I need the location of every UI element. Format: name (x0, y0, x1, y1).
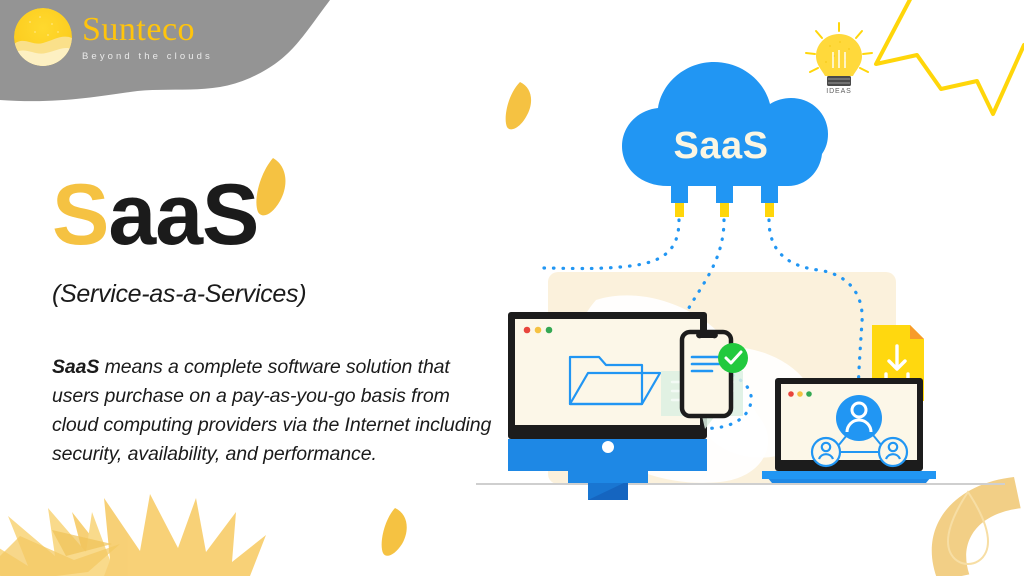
folder-icon (568, 355, 662, 406)
traffic-light-dots (788, 391, 812, 397)
cloud-shape (622, 62, 828, 186)
teardrop-outline-icon (947, 490, 989, 565)
laptop-icon (762, 378, 936, 483)
brand-tagline: Beyond the clouds (82, 51, 213, 62)
smartphone-icon (679, 329, 734, 419)
brand-logo: Sunteco Beyond the clouds (14, 8, 213, 66)
traffic-light-dots (523, 326, 553, 334)
brand-name: Sunteco (82, 11, 196, 48)
headline-accent-letter: S (52, 167, 109, 263)
leaf-petal-icon (256, 158, 286, 216)
lightbulb-icon (805, 22, 873, 86)
body-text: means a complete software solution that … (52, 356, 492, 465)
headline-rest: aaS (108, 167, 259, 263)
page-title: SaaS (52, 172, 259, 258)
check-circle-icon (718, 343, 748, 373)
leaf-petal-icon (381, 508, 407, 556)
subheadline: (Service-as-a-Services) (52, 280, 307, 308)
leaf-petal-icon (505, 82, 532, 130)
desktop-monitor-icon (508, 312, 707, 500)
cloud-label: SaaS (673, 125, 769, 167)
body-paragraph: SaaS means a complete software solution … (52, 353, 497, 469)
sun-circle-icon (14, 8, 72, 66)
body-lead-term: SaaS (52, 356, 100, 378)
plug-connector-icon (671, 186, 778, 217)
user-network-icon (810, 395, 909, 468)
zigzag-line-icon (874, 0, 1024, 116)
sunburst-icon (0, 494, 266, 576)
arc-swoosh-icon (931, 476, 1021, 576)
ideas-label: IDEAS (826, 88, 852, 95)
header-band-shape (0, 0, 330, 102)
